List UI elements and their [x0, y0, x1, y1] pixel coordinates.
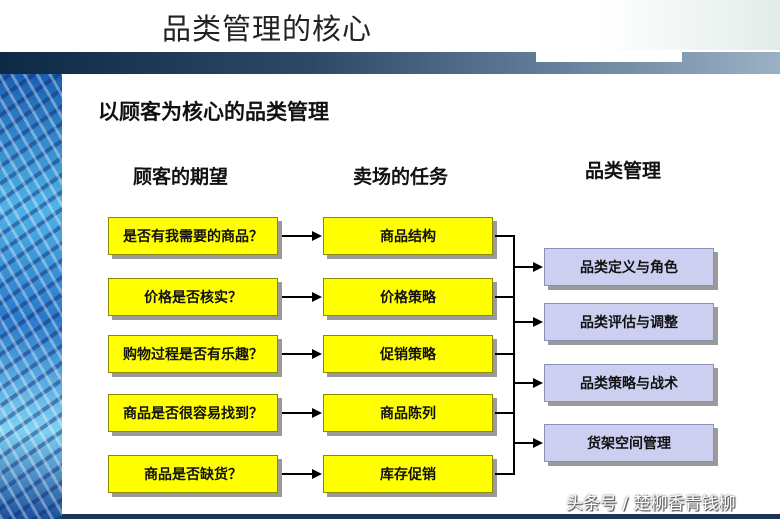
task-label: 价格策略: [380, 290, 436, 306]
arrowhead-icon: [533, 262, 543, 272]
column-header-category: 品类管理: [585, 160, 662, 182]
expectation-label: 商品是否很容易找到？: [123, 406, 263, 422]
task-box: 价格策略: [323, 278, 493, 316]
category-box: 品类定义与角色: [544, 248, 714, 286]
connector-line: [495, 353, 515, 355]
connector-line: [282, 235, 312, 237]
connector-line: [515, 442, 533, 444]
task-box: 库存促销: [323, 455, 493, 493]
header-band-notch: [536, 52, 682, 62]
connector-line: [495, 296, 515, 298]
expectation-box: 是否有我需要的商品？: [108, 217, 278, 255]
connector-line: [495, 235, 515, 237]
bracket-line: [513, 235, 515, 475]
arrowhead-icon: [312, 349, 322, 359]
task-box: 促销策略: [323, 335, 493, 373]
connector-line: [282, 353, 312, 355]
category-label: 品类定义与角色: [580, 260, 678, 276]
decorative-side-strip: [0, 74, 62, 519]
arrowhead-icon: [312, 469, 322, 479]
connector-line: [515, 266, 533, 268]
task-label: 促销策略: [380, 347, 436, 363]
task-label: 商品陈列: [380, 406, 436, 422]
task-label: 库存促销: [380, 467, 436, 483]
category-box: 货架空间管理: [544, 424, 714, 462]
expectation-label: 购物过程是否有乐趣？: [123, 347, 263, 363]
arrowhead-icon: [312, 408, 322, 418]
task-box: 商品结构: [323, 217, 493, 255]
slide-title: 品类管理的核心: [162, 12, 373, 46]
arrowhead-icon: [312, 292, 322, 302]
expectation-label: 商品是否缺货？: [144, 467, 242, 483]
task-label: 商品结构: [380, 229, 436, 245]
expectation-box: 价格是否核实？: [108, 278, 278, 316]
arrowhead-icon: [533, 378, 543, 388]
expectation-label: 价格是否核实？: [144, 290, 242, 306]
arrowhead-icon: [533, 438, 543, 448]
expectation-box: 商品是否缺货？: [108, 455, 278, 493]
column-header-store: 卖场的任务: [353, 166, 449, 188]
connector-line: [282, 473, 312, 475]
expectation-label: 是否有我需要的商品？: [123, 229, 263, 245]
connector-line: [495, 412, 515, 414]
arrowhead-icon: [312, 231, 322, 241]
column-header-customer: 顾客的期望: [133, 166, 229, 188]
diagram-subtitle: 以顾客为核心的品类管理: [98, 100, 329, 124]
expectation-box: 购物过程是否有乐趣？: [108, 335, 278, 373]
connector-line: [282, 412, 312, 414]
category-box: 品类策略与战术: [544, 364, 714, 402]
category-box: 品类评估与调整: [544, 303, 714, 341]
connector-line: [495, 473, 515, 475]
arrowhead-icon: [533, 317, 543, 327]
expectation-box: 商品是否很容易找到？: [108, 394, 278, 432]
task-box: 商品陈列: [323, 394, 493, 432]
footer-band: [62, 514, 780, 519]
connector-line: [515, 321, 533, 323]
connector-line: [515, 382, 533, 384]
watermark-text: 头条号 / 楚柳香青钱柳: [566, 494, 736, 514]
category-label: 品类评估与调整: [580, 315, 678, 331]
category-label: 品类策略与战术: [580, 376, 678, 392]
category-label: 货架空间管理: [587, 436, 671, 452]
header-decoration: [600, 0, 780, 50]
connector-line: [282, 296, 312, 298]
